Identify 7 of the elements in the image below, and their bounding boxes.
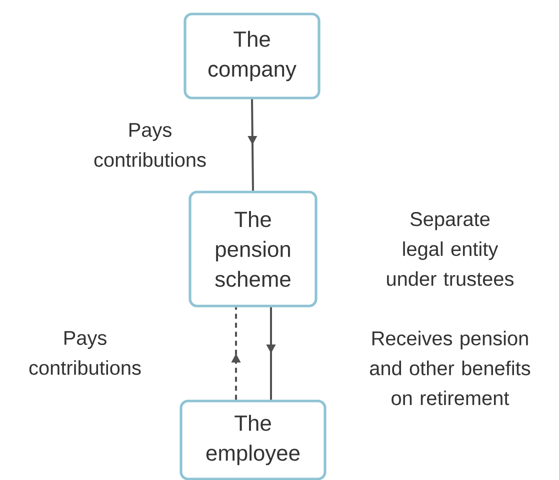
edge-label: Pays contributions [29,331,141,375]
edge-label: Receives pension and other benefits on retirement [370,330,530,406]
edge-label: Pays contributions [94,123,206,167]
note-text: Separate legal entity under trustees [387,212,514,286]
process-box: The employee [180,400,326,480]
process-box: The company [184,12,320,100]
process-box: The pension scheme [188,190,318,308]
